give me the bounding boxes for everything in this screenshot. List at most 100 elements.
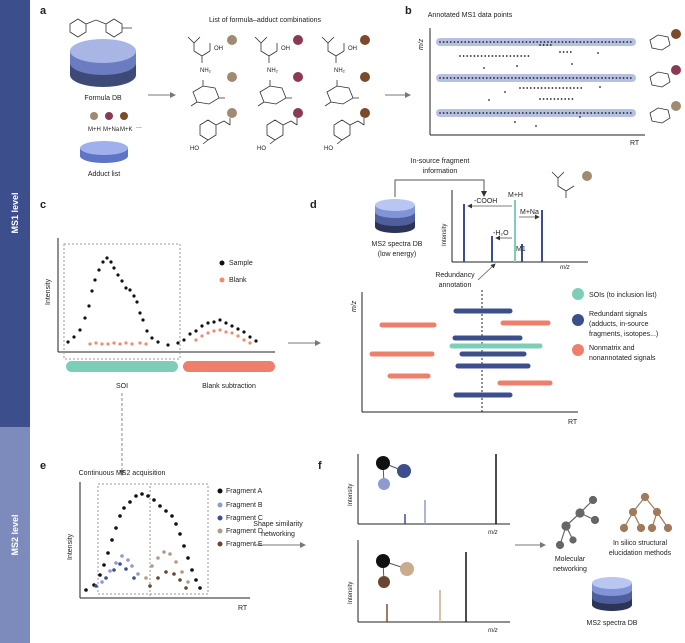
blank-point bbox=[100, 342, 104, 346]
combo-dot-k-2 bbox=[360, 72, 370, 82]
ms1-point bbox=[466, 55, 469, 57]
ms1-point bbox=[568, 112, 571, 114]
fragment-e-point bbox=[148, 584, 152, 588]
ms1-point bbox=[449, 77, 452, 79]
panel-d: d In-source fragment information MS2 spe… bbox=[310, 158, 658, 426]
formula-db-icon bbox=[70, 39, 136, 87]
fragment-a-point bbox=[110, 538, 114, 542]
ms1-point bbox=[566, 51, 569, 53]
ms1-point bbox=[529, 77, 531, 79]
sample-point bbox=[83, 316, 87, 320]
sample-point bbox=[166, 343, 170, 347]
ms1-point bbox=[521, 41, 524, 43]
ms1-band-3 bbox=[436, 109, 636, 117]
ms1-point bbox=[491, 55, 494, 57]
sample-point bbox=[120, 279, 124, 283]
soi-box bbox=[63, 243, 181, 360]
ms1-point bbox=[557, 112, 560, 114]
combo-dot-na-2 bbox=[293, 72, 303, 82]
ms1-point bbox=[615, 112, 618, 114]
adduct-more: ... bbox=[136, 123, 142, 130]
ms1-point bbox=[511, 41, 513, 43]
fragment-a-point bbox=[134, 494, 138, 498]
ms1-point bbox=[467, 41, 470, 43]
fragment-a-point bbox=[128, 500, 132, 504]
ms1-point bbox=[562, 51, 565, 53]
ms1-point bbox=[542, 98, 545, 100]
ms1-point bbox=[518, 41, 521, 43]
ms1-point bbox=[475, 41, 477, 43]
legend-frag-b: Fragment B bbox=[226, 502, 263, 509]
panel-c-ylabel: Intensity bbox=[45, 278, 52, 305]
ho-1: HO bbox=[190, 146, 199, 152]
ms1-point bbox=[477, 55, 479, 57]
ms1-point bbox=[507, 41, 510, 43]
ms1-point bbox=[442, 41, 445, 43]
ms1-point bbox=[615, 77, 618, 79]
ms1-point bbox=[583, 41, 585, 43]
legend-nonmatrix-dot bbox=[572, 344, 584, 356]
ms1-point bbox=[537, 87, 539, 89]
panel-d-letter: d bbox=[310, 199, 317, 211]
sample-point bbox=[124, 286, 128, 290]
ms1-point bbox=[446, 77, 449, 79]
ms1-point bbox=[493, 112, 495, 114]
ms1-point bbox=[536, 112, 539, 114]
sample-point bbox=[101, 260, 105, 264]
fragment-d-point bbox=[186, 580, 190, 584]
adduct-k-dot bbox=[120, 112, 128, 120]
sample-point bbox=[112, 266, 116, 270]
ms1-point bbox=[511, 77, 513, 79]
ms1-point bbox=[550, 77, 553, 79]
ms1-point bbox=[547, 77, 549, 79]
ms1-point bbox=[615, 41, 618, 43]
fragment-c-point bbox=[118, 562, 122, 566]
sample-point bbox=[194, 329, 198, 333]
ms1-point bbox=[599, 86, 601, 88]
ms1-point bbox=[597, 112, 600, 114]
ms1-point bbox=[533, 87, 536, 89]
ms1-point bbox=[439, 77, 441, 79]
ms1-point bbox=[467, 77, 470, 79]
ms1-point bbox=[611, 41, 614, 43]
panel-b-structures bbox=[649, 34, 671, 124]
ms1-point bbox=[571, 63, 573, 65]
ms1-point bbox=[471, 41, 474, 43]
ms1-point bbox=[475, 77, 477, 79]
ms1-point bbox=[586, 77, 589, 79]
ms2-db-label: MS2 spectra DB bbox=[587, 620, 638, 627]
ms1-point bbox=[514, 41, 517, 43]
adduct-3: M+K bbox=[120, 127, 133, 133]
panel-d-adduct-dot bbox=[582, 171, 592, 181]
ms1-point bbox=[527, 55, 530, 57]
sample-point bbox=[200, 324, 204, 328]
ms1-point bbox=[457, 112, 459, 114]
ms1-point bbox=[569, 87, 572, 89]
combo-dot-h-3 bbox=[227, 108, 237, 118]
ms1-point bbox=[502, 55, 505, 57]
panel-d-ylabel: m/z bbox=[351, 300, 358, 312]
fragment-b-point bbox=[100, 580, 104, 584]
fragment-a-point bbox=[146, 494, 150, 498]
ms2-level-bar: MS2 level bbox=[0, 427, 30, 643]
sample-point bbox=[78, 328, 82, 332]
sample-point bbox=[236, 327, 240, 331]
ms1-point bbox=[604, 77, 607, 79]
ms1-point bbox=[550, 41, 553, 43]
ms1-point bbox=[529, 87, 532, 89]
peak-label-cooh: -COOH bbox=[474, 198, 497, 205]
fragment-a-point bbox=[182, 544, 186, 548]
ms1-point bbox=[554, 77, 557, 79]
ms1-point bbox=[608, 77, 611, 79]
blank-point bbox=[230, 331, 234, 335]
fragment-b-point bbox=[126, 558, 130, 562]
ms1-point bbox=[590, 112, 593, 114]
ms1-point bbox=[478, 112, 481, 114]
fragment-a-point bbox=[178, 532, 182, 536]
ms1-point bbox=[489, 77, 492, 79]
panel-b-ylabel: m/z bbox=[418, 38, 425, 50]
formula-db-label: Formula DB bbox=[84, 95, 122, 102]
ms1-point bbox=[453, 112, 456, 114]
fragment-d-point bbox=[180, 570, 184, 574]
fragment-c-point bbox=[124, 567, 128, 571]
